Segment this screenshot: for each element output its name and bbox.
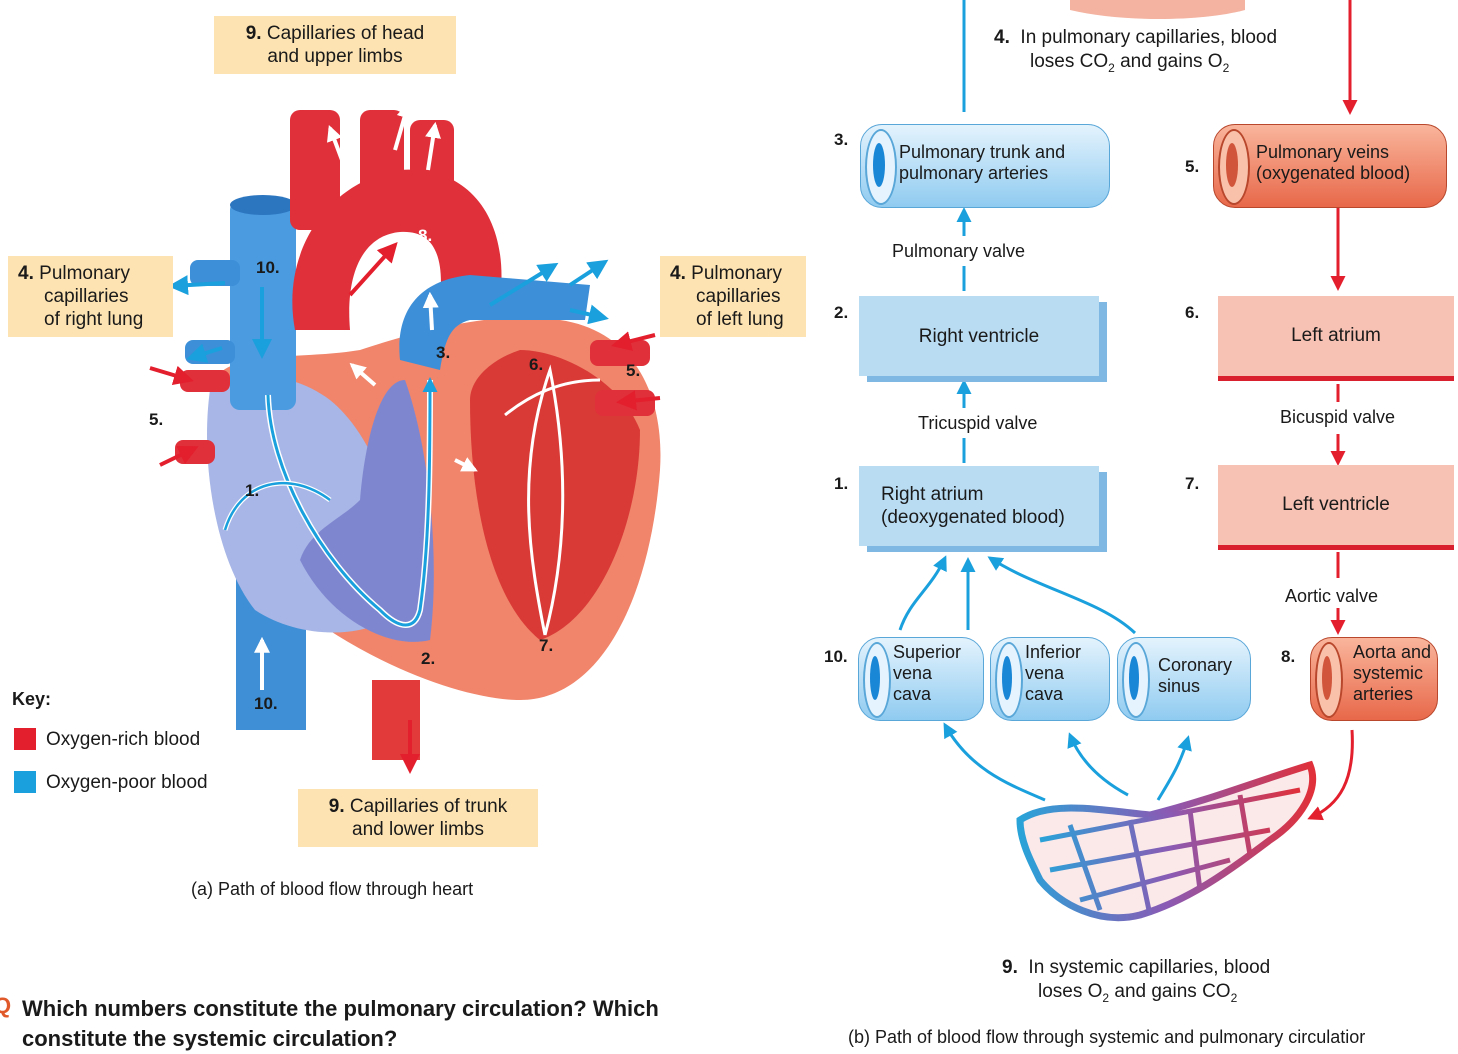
step-2-number: 2. — [834, 301, 848, 324]
step-5-number: 5. — [1185, 155, 1199, 178]
step-3-number: 3. — [834, 128, 848, 151]
systemic-capillaries-text: 9. In systemic capillaries, blood loses … — [1002, 956, 1270, 1010]
step-6-number: 6. — [1185, 301, 1199, 324]
right-ventricle-box: Right ventricle — [859, 296, 1099, 376]
left-ventricle-box: Left ventricle — [1218, 465, 1454, 550]
caption-b: (b) Path of blood flow through systemic … — [848, 1026, 1365, 1049]
right-atrium-box: Right atrium (deoxygenated blood) — [859, 466, 1099, 546]
tricuspid-valve-label: Tricuspid valve — [916, 413, 1039, 434]
step-1-number: 1. — [834, 472, 848, 495]
pulmonary-trunk-tube: Pulmonary trunk and pulmonary arteries — [860, 124, 1110, 208]
step-10-number: 10. — [824, 645, 848, 668]
step-8-number: 8. — [1281, 645, 1295, 668]
pulmonary-valve-label: Pulmonary valve — [890, 241, 1027, 262]
left-atrium-box: Left atrium — [1218, 296, 1454, 381]
aorta-tube: Aorta and systemic arteries — [1310, 637, 1438, 721]
pulmonary-capillaries-text: 4. In pulmonary capillaries, blood loses… — [994, 26, 1277, 80]
bicuspid-valve-label: Bicuspid valve — [1278, 407, 1397, 428]
aortic-valve-label: Aortic valve — [1283, 586, 1380, 607]
superior-vena-cava-tube: Superior vena cava — [858, 637, 984, 721]
inferior-vena-cava-tube: Inferior vena cava — [990, 637, 1110, 721]
pulmonary-veins-tube: Pulmonary veins (oxygenated blood) — [1213, 124, 1447, 208]
coronary-sinus-tube: Coronary sinus — [1117, 637, 1251, 721]
step-7-number: 7. — [1185, 472, 1199, 495]
